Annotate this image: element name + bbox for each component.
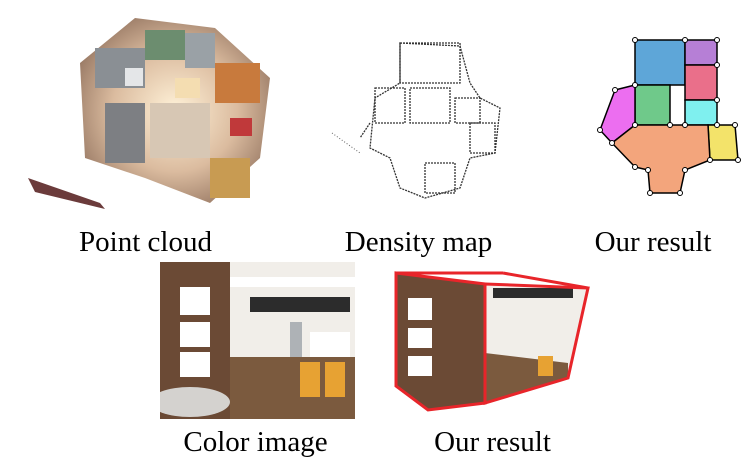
caption-our-result-floorplan: Our result <box>594 226 712 258</box>
room-layout-result-image <box>393 268 598 416</box>
caption-density-map: Density map <box>344 226 493 258</box>
point-cloud-image <box>25 8 295 218</box>
caption-color-image: Color image <box>183 426 328 458</box>
floorplan-result-image <box>590 35 745 200</box>
density-map-image <box>330 38 505 203</box>
caption-point-cloud: Point cloud <box>79 226 212 258</box>
caption-our-result-room: Our result <box>434 426 551 458</box>
color-image <box>160 262 355 419</box>
